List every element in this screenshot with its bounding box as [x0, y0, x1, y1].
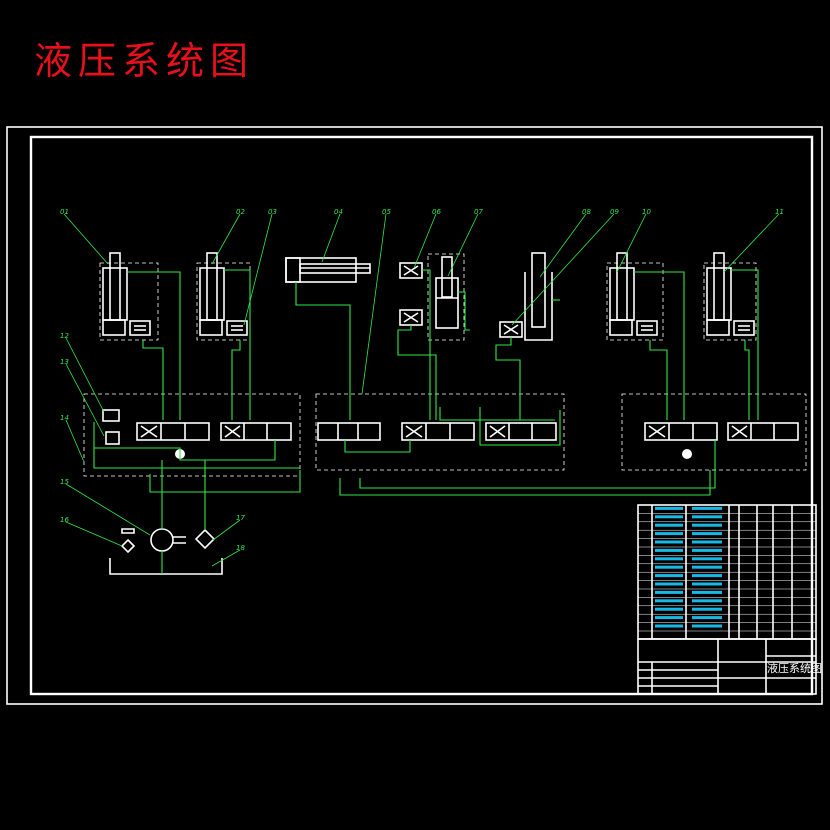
title-block-drawing-name: 液压系统图 [767, 661, 822, 675]
table-cell-name [692, 599, 722, 603]
table-cell-name [692, 624, 722, 628]
leader-lines [63, 213, 780, 567]
table-cell-code [655, 624, 683, 628]
part-label-11: 11 [775, 208, 784, 216]
part-label-17: 17 [236, 514, 245, 522]
table-cell-name [692, 582, 722, 586]
table-cell-code [655, 565, 683, 569]
table-cell-name [692, 540, 722, 544]
table-cell-name [692, 616, 722, 620]
table-cell-code [655, 557, 683, 561]
valve-bank-left [83, 393, 301, 477]
table-cell-name [692, 532, 722, 536]
table-cell-code [655, 574, 683, 578]
table-cell-name [692, 515, 722, 519]
part-label-01: 01 [60, 208, 69, 216]
part-label-02: 02 [236, 208, 245, 216]
table-cell-code [655, 582, 683, 586]
cylinder-04 [285, 257, 371, 283]
cylinder-10 [606, 252, 664, 341]
part-label-13: 13 [60, 358, 69, 366]
valve-bank-right [621, 393, 807, 471]
table-cell-name [692, 565, 722, 569]
table-cell-name [692, 574, 722, 578]
parts-list-table [637, 504, 817, 640]
table-cell-code [655, 607, 683, 611]
table-cell-code [655, 506, 683, 510]
table-cell-code [655, 548, 683, 552]
table-cell-name [692, 557, 722, 561]
cylinder-07 [427, 253, 465, 341]
hydraulic-lines [93, 269, 759, 574]
cylinder-08 [499, 252, 553, 341]
part-label-06: 06 [432, 208, 441, 216]
table-cell-code [655, 590, 683, 594]
cylinder-11 [703, 252, 757, 341]
part-label-08: 08 [582, 208, 591, 216]
table-cell-code [655, 532, 683, 536]
part-label-05: 05 [382, 208, 391, 216]
page-title: 液压系统图 [34, 39, 255, 83]
table-cell-code [655, 540, 683, 544]
part-label-15: 15 [60, 478, 69, 486]
inner-frame [29, 135, 814, 696]
table-cell-name [692, 548, 722, 552]
title-block: 液压系统图 [637, 638, 822, 695]
table-cell-code [655, 515, 683, 519]
table-cell-code [655, 599, 683, 603]
table-cell-name [692, 523, 722, 527]
pump-station [109, 528, 223, 575]
table-cell-code [655, 523, 683, 527]
part-label-07: 07 [474, 208, 483, 216]
part-label-14: 14 [60, 414, 69, 422]
part-label-04: 04 [334, 208, 343, 216]
table-cell-name [692, 506, 722, 510]
part-label-16: 16 [60, 516, 69, 524]
cylinder-02 [196, 252, 251, 341]
valve-bank-middle [315, 393, 565, 471]
part-label-12: 12 [60, 332, 69, 340]
outer-frame [6, 126, 823, 705]
part-label-10: 10 [642, 208, 651, 216]
part-label-18: 18 [236, 544, 245, 552]
part-label-09: 09 [610, 208, 619, 216]
table-cell-name [692, 590, 722, 594]
table-cell-code [655, 616, 683, 620]
check-valve-06 [399, 262, 423, 326]
part-labels: 01 02 03 04 05 06 07 08 09 10 11 12 13 14 15 16 17 18 [60, 208, 784, 552]
part-label-03: 03 [268, 208, 277, 216]
cylinder-01 [99, 252, 159, 341]
table-cell-name [692, 607, 722, 611]
